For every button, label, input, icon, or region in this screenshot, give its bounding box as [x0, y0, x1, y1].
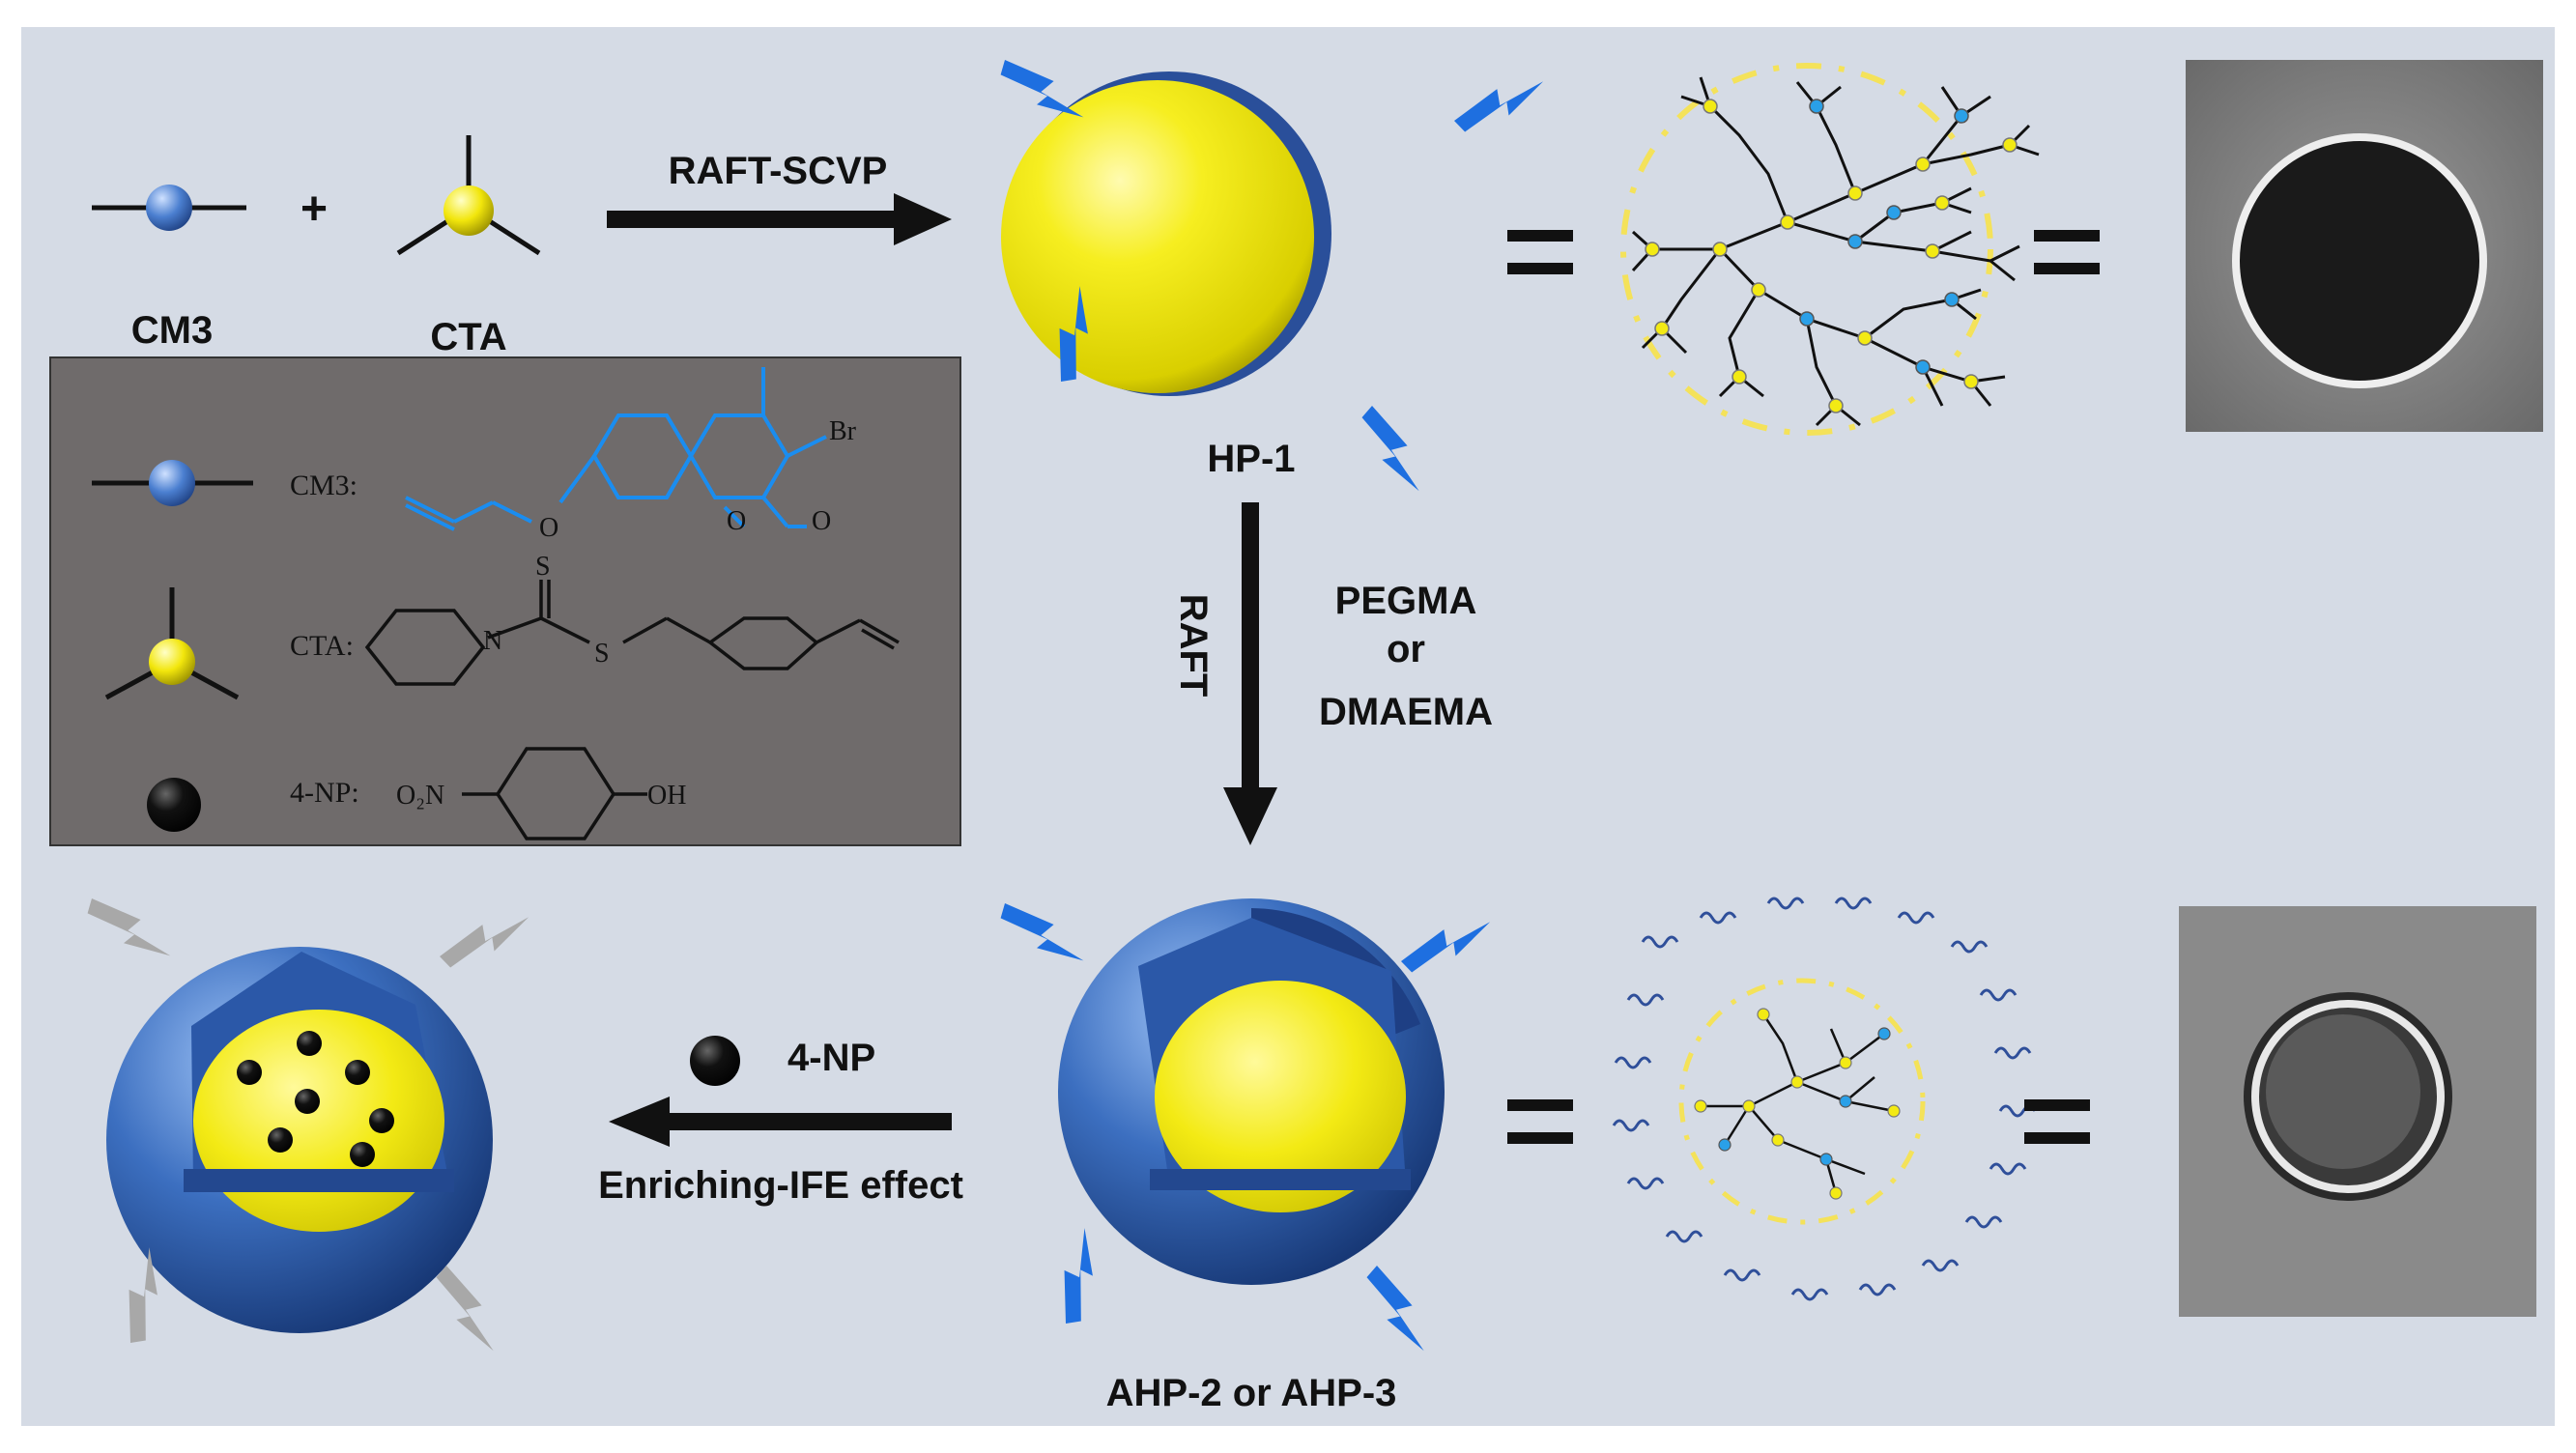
cta-label: CTA	[430, 316, 506, 358]
cta-structure	[364, 580, 900, 686]
cm3-label: CM3	[131, 309, 213, 352]
legend-cm3-label: CM3:	[290, 470, 358, 501]
legend-br: Br	[829, 416, 857, 446]
equals-sign	[1507, 1099, 1573, 1144]
nitrophenol-structure	[462, 747, 647, 840]
grafted-polymer-diagram	[1612, 897, 2037, 1301]
hp1-label: HP-1	[1207, 438, 1295, 480]
ahp-label: AHP-2 or AHP-3	[1106, 1372, 1397, 1414]
legend-no2: O₂N	[396, 781, 444, 811]
legend-cta-label: CTA:	[290, 630, 354, 662]
hyperbranched-polymer-diagram	[1620, 63, 2040, 436]
tem-image-ahp	[2179, 906, 2536, 1317]
raft-vertical-arrow	[1223, 502, 1277, 845]
pegma-label: PEGMA	[1335, 580, 1477, 622]
ahp-core-shell-sphere	[1058, 898, 1445, 1285]
or-label: or	[1387, 628, 1425, 670]
structure-legend-box: CM3: Br O O O CTA:	[49, 356, 961, 846]
legend-s-thio: S	[594, 639, 610, 669]
raft-label: RAFT	[1172, 594, 1215, 698]
legend-o-ether: O	[539, 513, 558, 543]
legend-n: N	[483, 626, 502, 656]
nitrophenol-dots	[237, 1031, 394, 1167]
loaded-core-shell-sphere	[106, 947, 493, 1333]
equals-sign	[2034, 230, 2100, 274]
legend-oh: OH	[647, 781, 686, 811]
four-np-label: 4-NP	[787, 1037, 875, 1079]
legend-np-label: 4-NP:	[290, 777, 359, 809]
nitrophenol-dot-icon	[690, 1036, 740, 1086]
cm3-structure	[405, 367, 827, 531]
equals-sign	[2024, 1099, 2090, 1144]
raft-scvp-label: RAFT-SCVP	[669, 150, 888, 192]
nitrophenol-dot-icon	[147, 778, 201, 832]
dmaema-label: DMAEMA	[1319, 691, 1493, 733]
legend-s-thione: S	[535, 552, 551, 582]
equals-sign	[1507, 230, 1573, 274]
tem-image-hp1	[2186, 60, 2543, 432]
legend-o-carbonyl: O	[812, 506, 831, 536]
cm3-monomer-icon	[92, 185, 246, 231]
legend-o-ring: O	[727, 506, 746, 536]
cta-bead-icon	[396, 135, 541, 256]
plus-sign: +	[301, 184, 328, 235]
enriching-ife-label: Enriching-IFE effect	[598, 1164, 963, 1207]
raft-scvp-arrow	[607, 193, 952, 245]
enrichment-arrow	[609, 1097, 952, 1147]
